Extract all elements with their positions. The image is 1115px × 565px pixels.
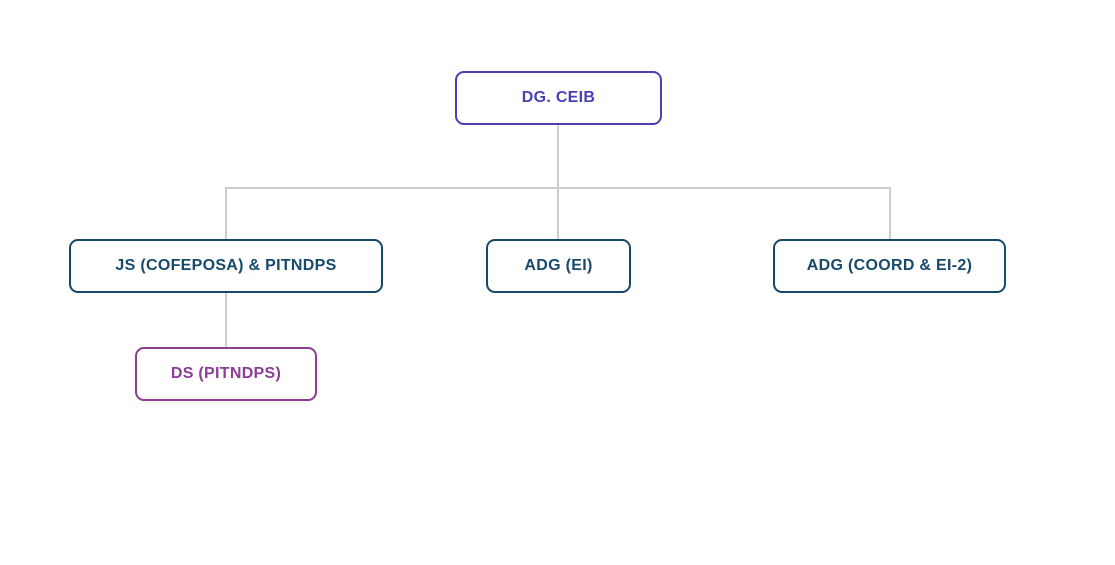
org-node-adg-ei[interactable]: ADG (EI) — [486, 239, 631, 293]
org-node-label: JS (COFEPOSA) & PITNDPS — [115, 257, 337, 274]
connector-drop-adg-coord — [889, 187, 891, 239]
org-node-js-cofeposa-pitndps[interactable]: JS (COFEPOSA) & PITNDPS — [69, 239, 383, 293]
org-node-ds-pitndps[interactable]: DS (PITNDPS) — [135, 347, 317, 401]
org-node-label: DS (PITNDPS) — [170, 365, 282, 382]
org-node-label: ADG (COORD & EI-2) — [806, 257, 973, 274]
org-node-dg-ceib[interactable]: DG. CEIB — [455, 71, 662, 125]
org-node-label: ADG (EI) — [524, 257, 593, 274]
connector-drop-adg-ei — [557, 187, 559, 239]
connector-drop-js — [225, 187, 227, 239]
connector-root-down — [557, 125, 559, 188]
org-node-adg-coord-ei-2[interactable]: ADG (COORD & EI-2) — [773, 239, 1006, 293]
connector-js-to-ds — [225, 293, 227, 347]
org-node-label: DG. CEIB — [521, 89, 596, 106]
